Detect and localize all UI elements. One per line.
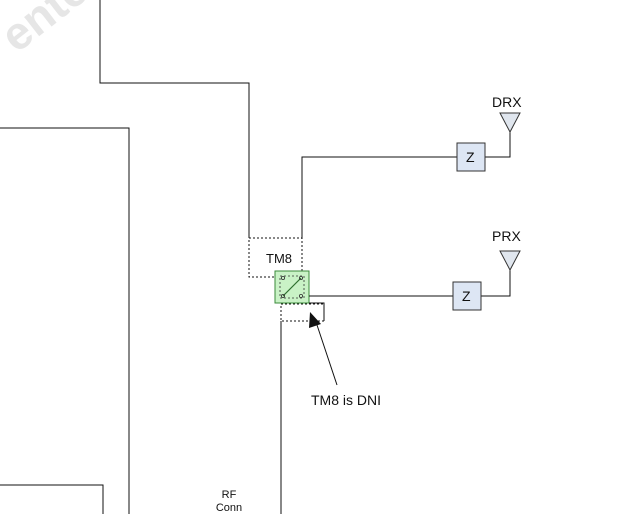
board-outline-left bbox=[0, 127, 130, 514]
rf-conn-line2: Conn bbox=[215, 502, 243, 514]
prx-filter-box bbox=[452, 281, 482, 311]
note-arrow bbox=[315, 321, 338, 386]
trace-drx-ant bbox=[485, 132, 511, 158]
prx-antenna-icon bbox=[499, 250, 521, 272]
drx-antenna-icon bbox=[499, 112, 521, 134]
board-outline-lower bbox=[0, 484, 104, 514]
tm8-footprint bbox=[248, 237, 303, 278]
tm8-label: TM8 bbox=[266, 251, 292, 266]
trace-drx bbox=[301, 156, 457, 238]
rf-conn-line1: RF bbox=[221, 489, 237, 501]
rf-conn-label: RF Conn bbox=[211, 489, 247, 515]
trace-top bbox=[99, 0, 250, 238]
trace-prx-ant bbox=[481, 270, 511, 297]
prx-filter-label: Z bbox=[462, 288, 471, 304]
drx-label: DRX bbox=[492, 94, 522, 110]
arrow-head-icon bbox=[309, 312, 321, 328]
note-label: TM8 is DNI bbox=[311, 392, 381, 408]
drx-filter-box bbox=[456, 142, 486, 172]
prx-label: PRX bbox=[492, 228, 521, 244]
tm8-pad bbox=[280, 303, 325, 322]
drx-filter-label: Z bbox=[466, 149, 475, 165]
